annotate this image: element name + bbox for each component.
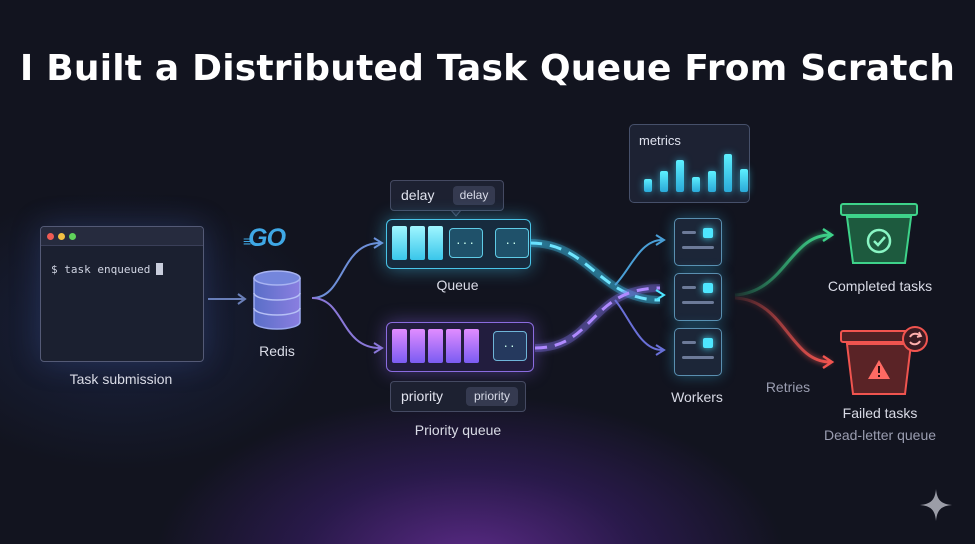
metrics-label: metrics [639,133,681,148]
terminal-prompt: $ task enqueued [51,263,151,276]
task-submission-label: Task submission [69,371,173,387]
queue-slot [428,226,443,260]
priority-queue-box: ·· [386,322,534,372]
go-speed-lines-icon: ≡ [243,233,251,249]
metrics-bar [692,177,700,192]
worker-node [674,328,722,376]
worker-line [682,341,696,344]
go-logo-text: GO [248,224,286,252]
failed-tasks-label: Failed tasks [842,405,918,421]
cursor-icon [156,263,164,275]
worker-status-icon [703,283,713,293]
queue-slot [392,226,407,260]
priority-pending-slot: ·· [493,331,527,361]
database-cylinder-icon [253,270,301,330]
priority-tag-label: priority [401,388,444,404]
terminal-window: $ task enqueued [40,226,204,362]
priority-queue-label: Priority queue [414,422,502,438]
redis-label: Redis [259,343,295,359]
completed-tasks-label: Completed tasks [827,278,933,294]
retries-label: Retries [765,379,811,395]
worker-status-icon [703,338,713,348]
queue-pending-slot: ·· [495,228,529,258]
priority-slot [428,329,443,363]
worker-line [682,286,696,289]
priority-pill: priority [466,387,518,406]
sparkle-icon [920,489,952,521]
worker-node [674,273,722,321]
priority-slot [446,329,461,363]
priority-slot [410,329,425,363]
delay-pill: delay [453,186,495,205]
go-logo: ≡GO [243,224,286,253]
worker-line [682,246,714,249]
terminal-titlebar [41,227,203,246]
workers-label: Workers [671,389,723,405]
minimize-dot-icon [58,233,65,240]
worker-node [674,218,722,266]
priority-slot [464,329,479,363]
queue-label: Queue [436,277,479,293]
metrics-panel: metrics [629,124,750,203]
metrics-bar [676,160,684,192]
refresh-icon [902,326,928,352]
queue-box: ··· ·· [386,219,531,269]
check-bin-icon [840,203,918,264]
close-dot-icon [47,233,54,240]
metrics-bar [644,179,652,192]
dead-letter-queue-label: Dead-letter queue [823,427,937,443]
terminal-line: $ task enqueued [51,263,164,276]
queue-slot [410,226,425,260]
priority-tag: priority priority [390,381,526,412]
metrics-bar [660,171,668,192]
metrics-bar [740,169,748,192]
priority-slot [392,329,407,363]
worker-line [682,231,696,234]
worker-line [682,301,714,304]
metrics-bar [708,171,716,192]
arrow-workers-completed [734,233,831,297]
delay-tag-label: delay [401,187,435,203]
arrow-redis-queue [311,242,381,299]
arrow-redis-priority [311,297,381,349]
metrics-bar [724,154,732,192]
page-title: I Built a Distributed Task Queue From Sc… [19,48,956,89]
worker-line [682,356,714,359]
delay-tag: delay delay [390,180,504,211]
warning-bin-icon [840,330,918,395]
arrow-workers-failed [734,296,831,364]
worker-status-icon [703,228,713,238]
queue-pending-slot: ··· [449,228,483,258]
maximize-dot-icon [69,233,76,240]
